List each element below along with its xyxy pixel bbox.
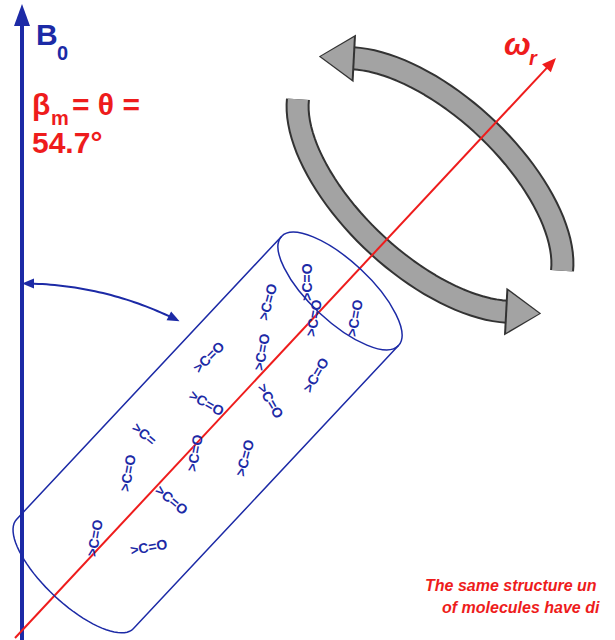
angle-symbol: β (32, 90, 50, 120)
angle-arrowhead (167, 311, 180, 321)
carbonyl-group: >C=O (300, 263, 314, 300)
carbonyl-group: >C=O (252, 332, 272, 371)
carbonyl-group: >C=O (233, 439, 256, 479)
field-symbol: B (36, 20, 58, 50)
rotation-arrowhead-outline (504, 288, 541, 336)
field-subscript: 0 (57, 43, 68, 63)
carbonyl-group: >C= (130, 420, 159, 448)
carbonyl-group: >C=O (256, 282, 279, 322)
carbonyl-group: >C=O (184, 433, 204, 472)
angle-arrowhead (22, 279, 34, 289)
rotation-band (298, 99, 508, 311)
rotor-axis-arrowhead (542, 58, 556, 72)
carbonyl-group: >C=O (187, 388, 226, 419)
rotation-arrowhead-outline (319, 34, 356, 82)
carbonyl-group: >C=O (345, 298, 365, 337)
field-arrow (20, 22, 24, 640)
note-text: The same structure un (425, 578, 597, 594)
rotation-band-outline (298, 99, 508, 311)
note-text: of molecules have di (442, 600, 599, 616)
carbonyl-group: >C=O (118, 453, 138, 492)
cylinder-outline (0, 180, 460, 640)
angle-value: 54.7° (32, 128, 102, 158)
sample-cylinder: >C=O>C=O>C=O>C=O>C=>C=O>C=O>C=O>C=O>C=O>… (0, 180, 460, 640)
carbonyl-group: >C=O (85, 518, 105, 557)
carbonyl-group: >C=O (153, 483, 191, 518)
spin-rate-subscript: r (529, 48, 537, 68)
cylinder-end (261, 214, 419, 367)
field-arrowhead (14, 4, 30, 26)
rotor-axis (15, 65, 549, 638)
angle-arc (30, 284, 172, 318)
angle-equation: = θ = (72, 90, 140, 120)
rotation-arrowhead (506, 291, 539, 333)
carbonyl-group: >C=O (255, 381, 286, 420)
carbonyl-group: >C=O (300, 355, 331, 394)
cylinder-body (13, 236, 398, 632)
carbonyl-group: >C=O (191, 339, 227, 375)
spin-rate-symbol: ω (504, 28, 531, 60)
carbonyl-group: >C=O (129, 537, 168, 557)
carbonyl-group: >C=O (304, 298, 324, 337)
rotation-arrowhead (321, 37, 354, 79)
angle-subscript: m (51, 108, 69, 128)
